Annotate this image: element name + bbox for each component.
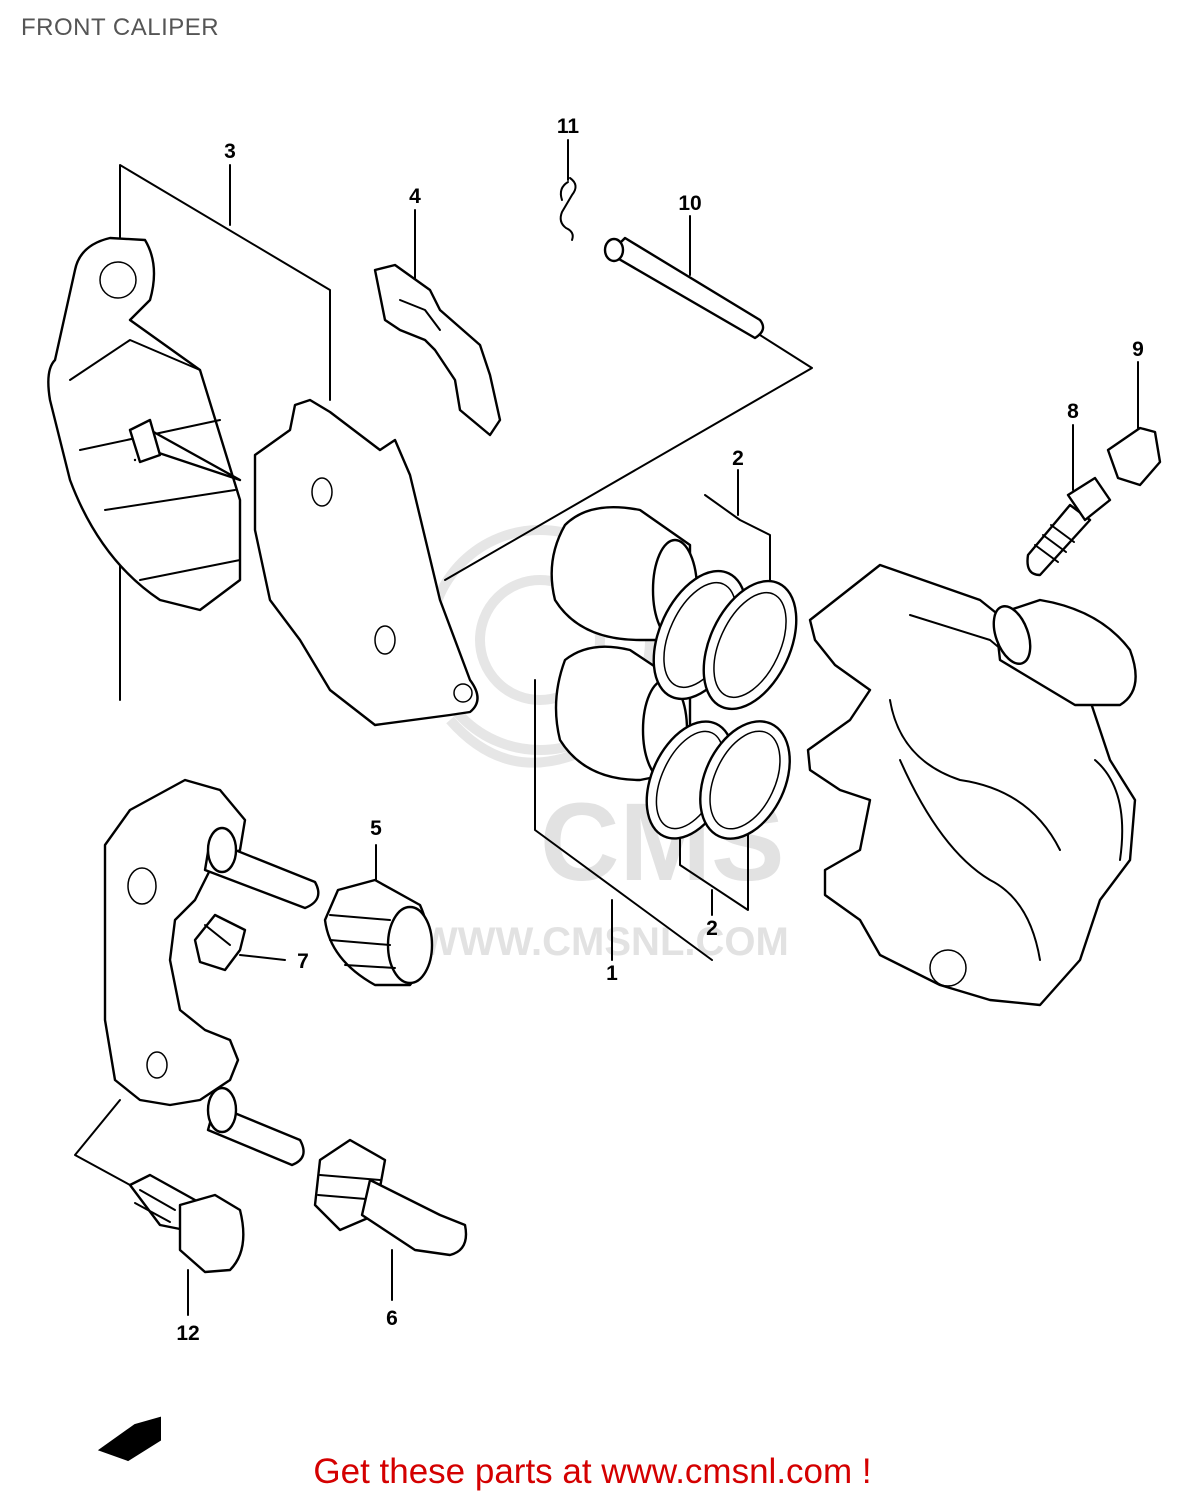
part-5-boot bbox=[323, 844, 434, 987]
part-6-slide-pin bbox=[313, 1138, 468, 1301]
part-label-12: 12 bbox=[176, 1322, 199, 1345]
watermark-url: WWW.CMSNL.COM bbox=[420, 920, 789, 964]
part-4-pad-spring bbox=[373, 209, 502, 437]
part-label-10: 10 bbox=[678, 192, 701, 215]
part-label-5: 5 bbox=[370, 817, 382, 840]
caliper-bracket bbox=[74, 418, 320, 1186]
part-label-9: 9 bbox=[1132, 338, 1144, 361]
part-label-7: 7 bbox=[297, 950, 309, 973]
part-label-4: 4 bbox=[409, 185, 421, 208]
page-title: FRONT CALIPER bbox=[21, 14, 220, 41]
part-11-clip bbox=[559, 139, 577, 241]
part-label-2-lower: 2 bbox=[706, 917, 718, 940]
part-label-11: 11 bbox=[557, 115, 580, 138]
part-10-pad-pin bbox=[444, 215, 813, 581]
promo-link[interactable]: Get these parts at www.cmsnl.com ! bbox=[313, 1452, 872, 1491]
part-1-caliper-pistons bbox=[534, 505, 798, 961]
part-3-brake-pad-set bbox=[47, 164, 479, 727]
front-arrow-icon bbox=[97, 1416, 161, 1462]
caliper-body bbox=[806, 563, 1137, 1007]
part-label-2-upper: 2 bbox=[732, 447, 744, 470]
part-label-6: 6 bbox=[386, 1307, 398, 1330]
part-8-bleeder-screw bbox=[1026, 424, 1112, 577]
part-7-retainer-clip bbox=[193, 913, 286, 972]
part-12-bolt bbox=[128, 1173, 245, 1316]
part-9-bleeder-cap bbox=[1106, 361, 1162, 487]
part-label-1: 1 bbox=[606, 962, 618, 985]
part-label-3: 3 bbox=[224, 140, 236, 163]
part-label-8: 8 bbox=[1067, 400, 1079, 423]
